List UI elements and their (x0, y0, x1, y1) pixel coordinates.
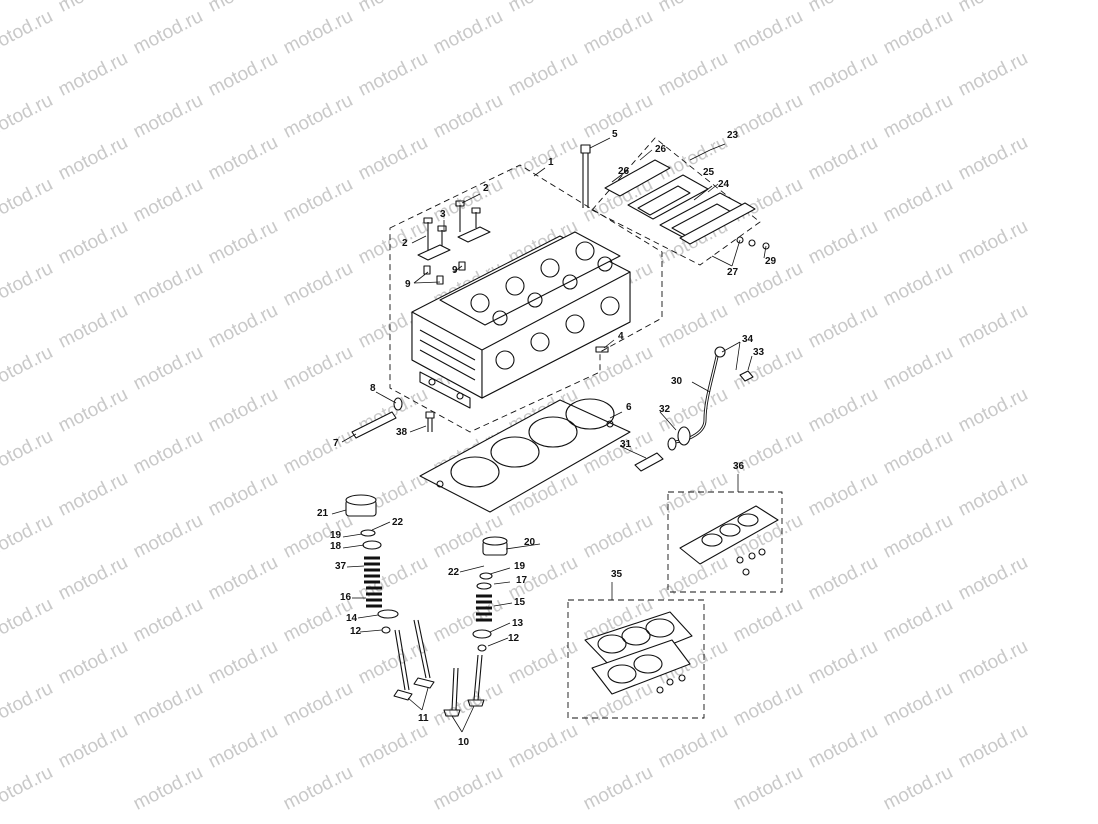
callout-2-lower: 2 (402, 238, 408, 249)
callout-37: 37 (335, 561, 347, 572)
callout-3: 3 (440, 209, 446, 220)
callout-16: 16 (340, 592, 352, 603)
callout-30: 30 (671, 376, 683, 387)
callout-29: 29 (765, 256, 777, 267)
callout-15: 15 (514, 597, 526, 608)
callout-17: 17 (516, 575, 528, 586)
leader-lines (331, 137, 767, 733)
callout-38: 38 (396, 427, 408, 438)
callout-36: 36 (733, 461, 745, 472)
callout-34: 34 (742, 334, 754, 345)
callout-22-right: 22 (448, 567, 460, 578)
callout-18: 18 (330, 541, 342, 552)
callout-12-left: 12 (350, 626, 362, 637)
callout-14: 14 (346, 613, 358, 624)
callout-35: 35 (611, 569, 623, 580)
coolant-pipe (634, 346, 754, 472)
cylinder-head (411, 231, 631, 409)
head-bolts (351, 346, 609, 439)
callout-11: 11 (418, 713, 429, 724)
cam-caps (417, 200, 491, 285)
callout-2-upper: 2 (483, 183, 489, 194)
intake-cover (604, 159, 770, 250)
callout-20: 20 (524, 537, 536, 548)
callout-1: 1 (548, 157, 554, 168)
callout-19-left: 19 (330, 530, 342, 541)
callout-22-left: 22 (392, 517, 404, 528)
callout-12-right: 12 (508, 633, 520, 644)
dashed-group-outlines (389, 137, 783, 719)
callout-21: 21 (317, 508, 329, 519)
head-gasket (419, 398, 631, 513)
callout-13: 13 (512, 618, 524, 629)
cover-group-outline (591, 137, 761, 266)
callout-6: 6 (626, 402, 632, 413)
gasket-set-36 (679, 505, 779, 576)
long-bolt (580, 144, 591, 208)
callout-7: 7 (333, 438, 339, 449)
callout-5: 5 (612, 129, 618, 140)
callout-4: 4 (618, 331, 624, 342)
callout-24: 24 (718, 179, 730, 190)
callout-31: 31 (620, 439, 632, 450)
callout-23: 23 (727, 130, 739, 141)
callout-27: 27 (727, 267, 739, 278)
gasket-set-35-box (567, 599, 705, 719)
callout-9-left: 9 (405, 279, 411, 290)
callout-32: 32 (659, 404, 671, 415)
callout-26-upper: 26 (655, 144, 667, 155)
callout-26-lower: 26 (618, 166, 630, 177)
cylinder-head-group-outline (389, 164, 663, 433)
gasket-set-36-box (667, 491, 783, 593)
exhaust-valve-assembly (345, 494, 435, 701)
callout-10: 10 (458, 737, 470, 748)
gasket-set-35 (584, 611, 693, 695)
callout-25: 25 (703, 167, 715, 178)
callout-19-right: 19 (514, 561, 526, 572)
intake-valve-assembly (443, 536, 508, 717)
callout-33: 33 (753, 347, 765, 358)
callout-8: 8 (370, 383, 376, 394)
callout-9-right: 9 (452, 265, 458, 276)
